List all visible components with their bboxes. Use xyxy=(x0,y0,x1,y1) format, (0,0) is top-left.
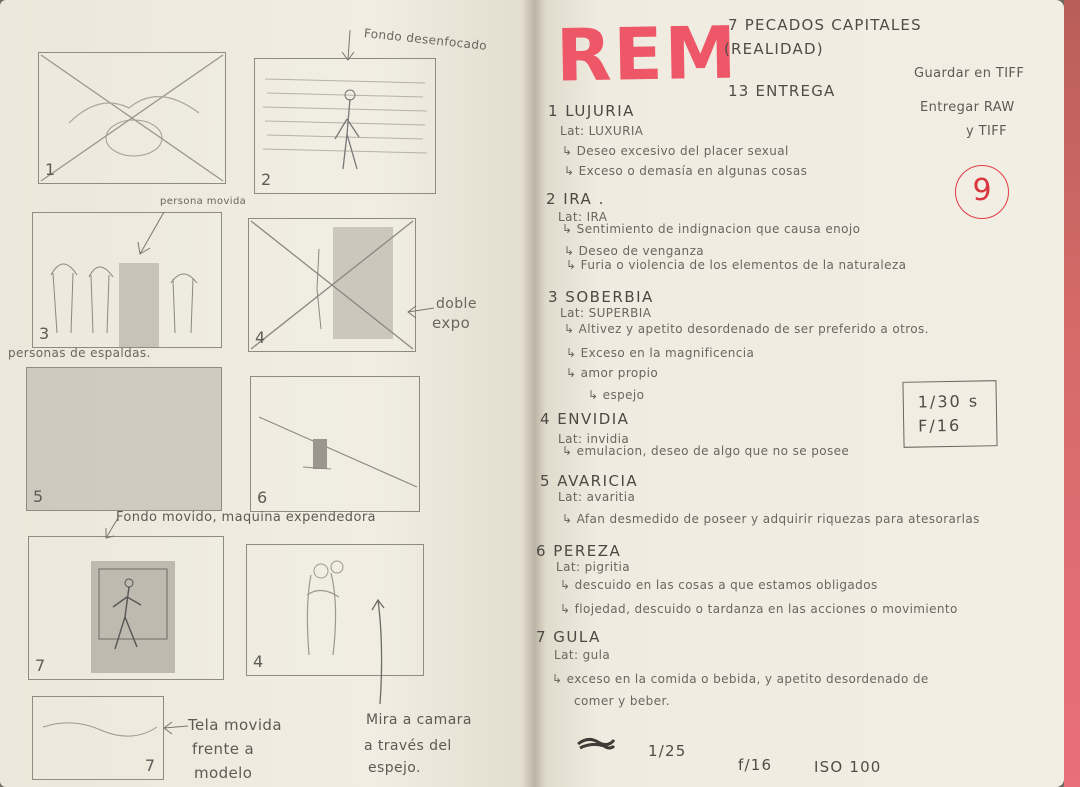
storyboard-frame-1: 1 xyxy=(38,52,226,184)
exposure-aperture: F/16 xyxy=(918,415,962,436)
exposure-box: 1/30 s F/16 xyxy=(902,380,998,448)
frame-number: 7 xyxy=(35,656,46,675)
sin-4-title: 4 ENVIDIA xyxy=(540,410,630,428)
storyboard-frame-9: 7 xyxy=(32,696,164,780)
sin-7-lat: Lat: gula xyxy=(554,648,611,662)
storyboard-frame-7: 7 xyxy=(28,536,224,680)
header-save-tiff: Guardar en TIFF xyxy=(914,66,1025,81)
arrow-persona xyxy=(137,211,165,255)
frame-number: 4 xyxy=(253,652,264,671)
sin-2-lat: Lat: IRA xyxy=(558,210,608,224)
frame-number: 1 xyxy=(45,160,56,179)
note-mira-camara: Mira a camara xyxy=(366,712,472,728)
notebook-red-edge xyxy=(1064,0,1080,787)
sin-3-title: 3 SOBERBIA xyxy=(548,288,654,306)
note-frente-a: frente a xyxy=(192,740,255,758)
footer-iso: ISO 100 xyxy=(814,758,882,776)
sin-3-item-2: ↳ Exceso en la magnificencia xyxy=(566,346,755,360)
storyboard-frame-5: 5 xyxy=(26,367,222,511)
storyboard-frame-2: 2 xyxy=(254,58,436,194)
frame-number: 4 xyxy=(255,328,266,347)
sin-7-item-1: ↳ exceso en la comida o bebida, y apetit… xyxy=(552,672,929,686)
sin-2-title: 2 IRA . xyxy=(546,190,605,208)
frame-number: 3 xyxy=(39,324,50,343)
sin-1-lat: Lat: LUXURIA xyxy=(560,124,644,138)
frame-3-sketch xyxy=(50,263,198,347)
frame-1-sketch xyxy=(40,54,224,182)
circled-number: 9 xyxy=(955,165,1009,219)
frame-7-sketch xyxy=(91,561,175,673)
sin-5-lat: Lat: avaritia xyxy=(558,490,636,504)
frame-9-sketch xyxy=(42,722,158,737)
sin-3-item-1: ↳ Altivez y apetito desordenado de ser p… xyxy=(564,322,929,336)
arrow-doble-expo xyxy=(407,305,435,319)
sin-5-item-1: ↳ Afan desmedido de poseer y adquirir ri… xyxy=(562,512,980,526)
note-persona-movida: persona movida xyxy=(160,196,247,207)
footer-shutter: 1/25 xyxy=(648,742,687,760)
frame-number: 7 xyxy=(144,756,155,775)
sin-2-item-3: ↳ Furia o violencia de los elementos de … xyxy=(566,258,907,272)
frame-8-sketch xyxy=(306,560,344,656)
storyboard-frame-3: 3 xyxy=(32,212,222,348)
notebook-gutter xyxy=(522,0,546,787)
frame-number: 5 xyxy=(33,487,44,506)
sin-3-item-3: ↳ amor propio xyxy=(566,366,659,380)
sin-4-lat: Lat: invidia xyxy=(558,432,630,446)
header-delivery: 13 ENTREGA xyxy=(728,82,836,100)
right-page-notes xyxy=(534,0,1064,787)
frame-6-sketch xyxy=(258,416,418,488)
exposure-shutter: 1/30 s xyxy=(917,391,980,412)
frame-number: 2 xyxy=(261,170,272,189)
storyboard-frame-4: 4 xyxy=(248,218,416,352)
header-line-2: (REALIDAD) xyxy=(724,40,824,58)
footer-aperture: f/16 xyxy=(738,756,773,774)
sin-6-item-1: ↳ descuido en las cosas a que estamos ob… xyxy=(560,578,878,592)
scribble-mark xyxy=(577,737,616,750)
note-personas-espaldas: personas de espaldas. xyxy=(8,346,151,360)
sin-1-item-1: ↳ Deseo excesivo del placer sexual xyxy=(562,144,789,158)
note-doble: doble xyxy=(436,296,477,312)
sin-4-item-1: ↳ emulacion, deseo de algo que no se pos… xyxy=(562,444,850,458)
arrow-mira-camara xyxy=(371,598,385,705)
storyboard-frame-6: 6 xyxy=(250,376,420,512)
storyboard-frame-8: 4 xyxy=(246,544,424,676)
left-page-storyboard xyxy=(0,0,534,787)
note-a-traves: a través del xyxy=(364,738,452,754)
sin-3-lat: Lat: SUPERBIA xyxy=(560,306,652,320)
sin-3-item-4: ↳ espejo xyxy=(588,388,645,402)
sin-5-title: 5 AVARICIA xyxy=(540,472,639,490)
frame-4-sketch xyxy=(250,220,414,350)
header-and-tiff: y TIFF xyxy=(966,124,1007,139)
arrow-fondo-movido xyxy=(105,517,119,539)
sin-6-item-2: ↳ flojedad, descuido o tardanza en las a… xyxy=(560,602,958,616)
arrow-fondo xyxy=(341,29,355,61)
note-tela-movida: Tela movida xyxy=(188,716,282,734)
arrow-tela xyxy=(163,721,189,735)
sin-1-item-2: ↳ Exceso o demasía en algunas cosas xyxy=(564,164,808,178)
note-espejo: espejo. xyxy=(368,760,421,776)
frame-number: 6 xyxy=(257,488,268,507)
sin-6-lat: Lat: pigritia xyxy=(556,560,631,574)
header-deliver-raw: Entregar RAW xyxy=(920,100,1015,115)
sin-1-title: 1 LUJURIA xyxy=(548,102,635,120)
sin-2-item-1: ↳ Sentimiento de indignacion que causa e… xyxy=(562,222,861,236)
note-fondo-movido: Fondo movido, maquina expendedora xyxy=(116,510,376,525)
note-modelo: modelo xyxy=(194,764,253,782)
rem-title: REM xyxy=(555,10,740,98)
note-expo: expo xyxy=(432,314,471,332)
sin-6-title: 6 PEREZA xyxy=(536,542,622,560)
sin-7-title: 7 GULA xyxy=(536,628,601,646)
sin-2-item-2: ↳ Deseo de venganza xyxy=(564,244,705,258)
sin-7-item-2: comer y beber. xyxy=(574,694,670,708)
frame-2-sketch xyxy=(262,78,428,170)
header-line-1: 7 PECADOS CAPITALES xyxy=(728,16,922,34)
